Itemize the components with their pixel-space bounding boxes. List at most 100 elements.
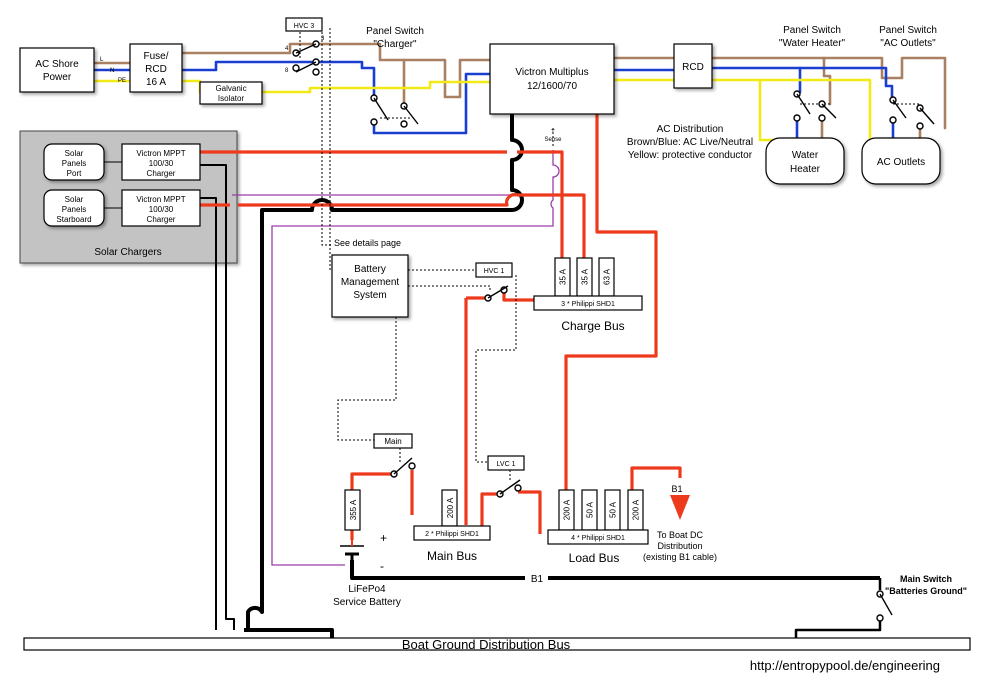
svg-text:355 A: 355 A (349, 499, 358, 520)
svg-text:To Boat DC: To Boat DC (657, 530, 704, 540)
fuse-rcd-box: Fuse/ RCD 16 A (129, 43, 183, 93)
svg-text:Boat Ground Distribution Bus: Boat Ground Distribution Bus (402, 637, 571, 652)
svg-text:16 A: 16 A (146, 77, 166, 88)
ground-wiring (200, 114, 882, 638)
t-sense-label: T Sense (544, 130, 562, 143)
svg-text:Fuse/: Fuse/ (143, 51, 168, 62)
svg-text:"Charger": "Charger" (373, 39, 417, 50)
svg-text:"Batteries Ground": "Batteries Ground" (885, 586, 967, 596)
svg-text:AC Distribution: AC Distribution (657, 124, 724, 135)
svg-text:3 * Philippi SHD1: 3 * Philippi SHD1 (561, 301, 615, 308)
svg-text:AC Shore: AC Shore (35, 59, 79, 70)
bms-box: Battery Management System (331, 254, 409, 318)
svg-text:Power: Power (43, 72, 72, 83)
svg-text:LVC 1: LVC 1 (497, 461, 516, 468)
svg-text:Distribution: Distribution (657, 541, 702, 551)
battery-plus: + (380, 531, 387, 545)
svg-text:System: System (353, 290, 386, 301)
fuse-rating: 200 A (632, 499, 641, 520)
main-bus-label: Main Bus (427, 549, 477, 563)
svg-text:Panel Switch: Panel Switch (366, 26, 424, 37)
svg-text:Panels: Panels (62, 205, 86, 214)
fuse-rating: 63 A (603, 268, 612, 285)
svg-text:"AC Outlets": "AC Outlets" (880, 38, 936, 49)
svg-text:12/1600/70: 12/1600/70 (527, 81, 577, 92)
battery-fuse: 355 A (344, 489, 361, 531)
main-label-box: Main (373, 433, 413, 449)
water-heater-box: Water Heater (765, 137, 845, 185)
switch-symbols (292, 40, 935, 622)
svg-text:Main Switch: Main Switch (900, 574, 952, 584)
svg-text:Service Battery: Service Battery (333, 597, 401, 608)
see-details-label: See details page (334, 238, 401, 248)
hvc3-pin-3: 3 (321, 36, 325, 42)
svg-text:100/30: 100/30 (149, 205, 174, 214)
footer-url: http://entropypool.de/engineering (750, 658, 940, 673)
hvc3-pin-8: 8 (285, 68, 289, 74)
hvc1-label-box: HVC 1 (475, 262, 513, 278)
svg-text:Heater: Heater (790, 164, 821, 175)
charge-bus-bar: 3 * Philippi SHD1 (533, 295, 643, 311)
svg-text:T: T (551, 130, 555, 136)
svg-text:Battery: Battery (354, 264, 386, 275)
wire-pe-label: PE (118, 78, 126, 84)
svg-text:200 A: 200 A (446, 497, 455, 518)
fuse-rating: 35 A (559, 268, 568, 285)
ground-bus: Boat Ground Distribution Bus (23, 637, 971, 652)
svg-text:Solar: Solar (65, 149, 84, 158)
hvc3-pin-4: 4 (285, 46, 289, 52)
svg-text:Victron Multiplus: Victron Multiplus (515, 67, 588, 78)
b1-arrow-label: B1 (671, 484, 682, 494)
solar-group-label: Solar Chargers (94, 247, 161, 258)
svg-text:Panels: Panels (62, 159, 86, 168)
svg-text:RCD: RCD (145, 64, 167, 75)
svg-text:Starboard: Starboard (56, 215, 91, 224)
battery-label: LiFePo4 Service Battery (333, 584, 401, 608)
svg-text:Sense: Sense (544, 137, 562, 143)
svg-text:(existing B1 cable): (existing B1 cable) (643, 552, 717, 562)
sense-wiring (232, 150, 560, 566)
svg-text:LiFePo4: LiFePo4 (348, 584, 386, 595)
galvanic-isolator-box: Galvanic Isolator (199, 81, 263, 105)
mppt-port-box: Victron MPPT 100/30 Charger (121, 143, 201, 181)
to-boat-dc-label: To Boat DC Distribution (existing B1 cab… (643, 530, 717, 562)
svg-text:Brown/Blue: AC Live/Neutral: Brown/Blue: AC Live/Neutral (627, 137, 753, 148)
svg-text:Panel Switch: Panel Switch (783, 25, 841, 36)
b1-arrow-head (670, 495, 690, 520)
battery-symbol (340, 540, 364, 562)
wire-l-label: L (100, 57, 104, 63)
wire-n-label: N (110, 68, 114, 74)
fuse-rating: 35 A (581, 268, 590, 285)
mppt-starboard-box: Victron MPPT 100/30 Charger (121, 189, 201, 227)
svg-text:Yellow: protective conductor: Yellow: protective conductor (628, 150, 753, 161)
control-lines (299, 28, 920, 482)
svg-text:Port: Port (67, 169, 82, 178)
panel-switch-water-label: Panel Switch "Water Heater" (779, 25, 846, 49)
main-bus-bar: 2 * Philippi SHD1 (413, 525, 491, 541)
svg-text:HVC 3: HVC 3 (294, 23, 315, 30)
svg-text:Galvanic: Galvanic (215, 84, 246, 93)
svg-text:4 * Philippi SHD1: 4 * Philippi SHD1 (571, 535, 625, 542)
main-switch-label: Main Switch "Batteries Ground" (885, 574, 967, 596)
fuse-rating: 200 A (563, 499, 572, 520)
charge-bus-label: Charge Bus (561, 319, 624, 333)
battery-minus: - (380, 559, 384, 573)
shore-power-box: AC Shore Power (19, 47, 95, 93)
svg-text:Charger: Charger (147, 169, 176, 178)
ac-outlets-box: AC Outlets (861, 137, 941, 185)
svg-text:Isolator: Isolator (218, 94, 245, 103)
b1-cable-label: B1 (531, 574, 544, 585)
svg-text:Main: Main (384, 437, 401, 446)
load-bus-bar: 4 * Philippi SHD1 (547, 529, 649, 545)
svg-text:Management: Management (341, 277, 400, 288)
svg-text:HVC 1: HVC 1 (484, 268, 505, 275)
hvc3-label-box: HVC 3 (285, 17, 323, 32)
svg-text:Panel Switch: Panel Switch (879, 25, 937, 36)
svg-text:Water: Water (792, 150, 819, 161)
svg-text:Victron MPPT: Victron MPPT (136, 149, 185, 158)
solar-panels-starboard-box: Solar Panels Starboard (43, 189, 105, 227)
load-bus-label: Load Bus (569, 551, 620, 565)
svg-text:Solar: Solar (65, 195, 84, 204)
